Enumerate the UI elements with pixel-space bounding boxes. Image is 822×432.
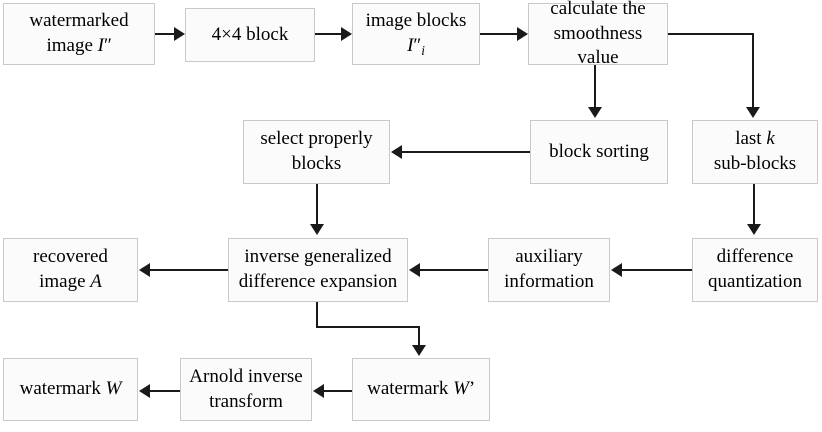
edge-wprime-to-arnold-arrowhead [313, 384, 324, 398]
edge-select-to-inverse [316, 184, 318, 226]
node-last-k-sub-blocks-line2: sub-blocks [713, 153, 797, 174]
edge-diffquant-to-auxiliary [621, 269, 692, 271]
node-arnold-inverse-transform-label: Arnold inverse transform [185, 365, 307, 414]
node-recovered-image-line1: recovered [33, 246, 108, 268]
node-watermark-w-label: watermark W [19, 378, 122, 400]
edge-calculate-to-lastk-arrowhead [746, 107, 760, 118]
node-auxiliary-info[interactable]: auxiliary information [488, 238, 610, 302]
node-select-blocks-line1: select properly [260, 128, 373, 150]
edge-imageblocks-to-calculate-arrowhead [517, 27, 528, 41]
edge-inverse-to-wprime-horizontal [316, 326, 420, 328]
edge-calculate-to-sorting-arrowhead [588, 107, 602, 118]
node-arnold-inverse-transform[interactable]: Arnold inverse transform [180, 358, 312, 421]
edge-calculate-to-lastk-vertical [752, 33, 754, 109]
node-select-blocks-label: select properly blocks [248, 127, 385, 176]
edge-block-to-imageblocks [315, 33, 343, 35]
node-difference-quantization[interactable]: difference quantization [692, 238, 818, 302]
node-watermark-w[interactable]: watermark W [3, 358, 138, 421]
node-watermark-w-prime[interactable]: watermark W’ [352, 358, 490, 421]
node-inverse-gde-line1: inverse generalized [244, 246, 392, 268]
node-auxiliary-info-line2: information [504, 271, 594, 292]
edge-inverse-to-wprime-vertical1 [316, 302, 318, 328]
edge-arnold-to-watermark [149, 390, 180, 392]
edge-inverse-to-wprime-vertical2 [418, 326, 420, 347]
node-select-blocks-line2: blocks [291, 153, 342, 174]
edge-watermarked-to-block-arrowhead [174, 27, 185, 41]
node-inverse-gde-line2: difference expansion [238, 271, 398, 292]
node-block-4x4-label: 4×4 block [211, 23, 289, 45]
node-image-blocks-line1: image blocks [365, 10, 467, 32]
node-calculate-smoothness-line2: smoothness value [553, 22, 643, 69]
edge-select-to-inverse-arrowhead [310, 224, 324, 235]
node-calculate-smoothness[interactable]: calculate the smoothness value [528, 0, 668, 68]
edge-sorting-to-select [401, 151, 530, 153]
node-arnold-inverse-line2: transform [209, 390, 283, 412]
edge-block-to-imageblocks-arrowhead [341, 27, 352, 41]
node-select-blocks[interactable]: select properly blocks [243, 120, 390, 184]
edge-arnold-to-watermark-arrowhead [139, 384, 150, 398]
node-auxiliary-info-line1: auxiliary [515, 246, 583, 268]
node-difference-quantization-line2: quantization [708, 271, 802, 292]
edge-watermarked-to-block [155, 33, 176, 35]
edge-auxiliary-to-inverse-arrowhead [409, 263, 420, 277]
node-calculate-smoothness-label: calculate the smoothness value [533, 0, 663, 71]
node-watermark-w-prime-label: watermark W’ [367, 378, 475, 400]
node-calculate-smoothness-line1: calculate the [550, 0, 646, 19]
edge-wprime-to-arnold [323, 390, 352, 392]
edge-imageblocks-to-calculate [480, 33, 519, 35]
node-difference-quantization-line1: difference [716, 246, 794, 268]
edge-lastk-to-diffquant-arrowhead [747, 224, 761, 235]
node-block-sorting[interactable]: block sorting [530, 120, 668, 184]
edge-calculate-to-lastk-horizontal [668, 33, 754, 35]
edge-inverse-to-recovered-arrowhead [139, 263, 150, 277]
edge-inverse-to-recovered [149, 269, 228, 271]
edge-inverse-to-wprime-arrowhead [412, 345, 426, 356]
node-arnold-inverse-line1: Arnold inverse [189, 365, 303, 387]
node-watermarked-image-line1: watermarked [29, 10, 129, 32]
node-inverse-gde[interactable]: inverse generalized difference expansion [228, 238, 408, 302]
edge-auxiliary-to-inverse [419, 269, 488, 271]
node-block-4x4[interactable]: 4×4 block [185, 8, 315, 62]
edge-lastk-to-diffquant [753, 184, 755, 226]
edge-diffquant-to-auxiliary-arrowhead [611, 263, 622, 277]
node-inverse-gde-label: inverse generalized difference expansion [233, 245, 403, 294]
node-block-sorting-label: block sorting [549, 140, 649, 162]
edge-sorting-to-select-arrowhead [391, 145, 402, 159]
node-auxiliary-info-label: auxiliary information [493, 245, 605, 294]
node-difference-quantization-label: difference quantization [697, 245, 813, 294]
edge-calculate-to-sorting [594, 65, 596, 109]
